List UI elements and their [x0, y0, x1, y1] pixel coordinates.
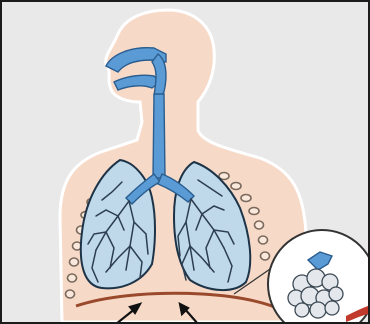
trachea — [153, 94, 165, 178]
respiratory-diagram — [2, 2, 368, 322]
alveoli-cluster — [288, 269, 343, 318]
